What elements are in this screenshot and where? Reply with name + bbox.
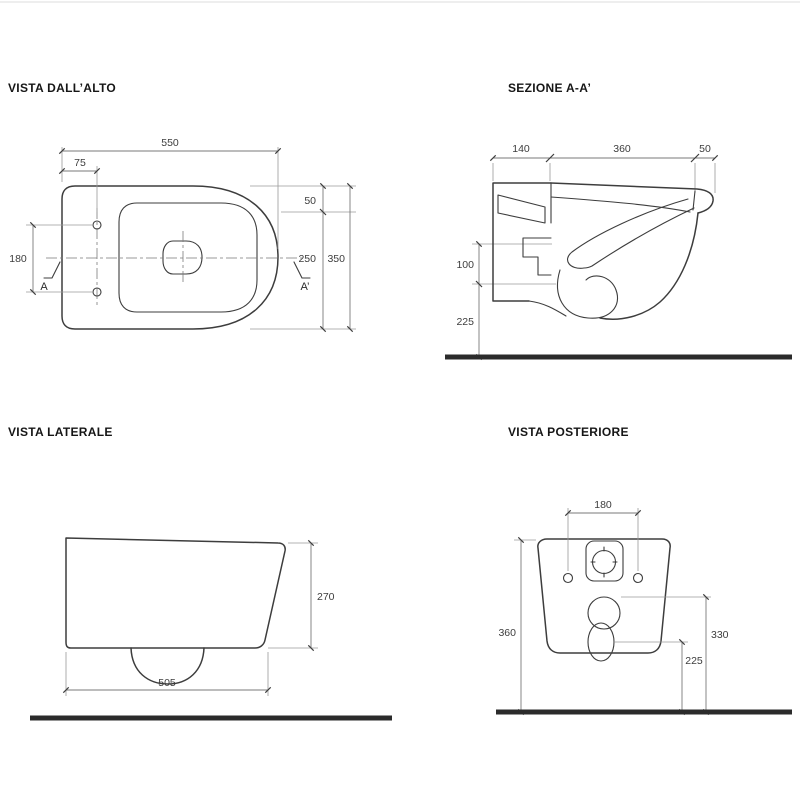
dim-50-label: 50 <box>699 143 711 155</box>
dim-225-label: 225 <box>456 316 474 328</box>
dimension-550: 550 <box>58 137 282 249</box>
section-view: SEZIONE A-A’ 140 360 50 100 225 <box>445 81 792 361</box>
dim-180-label: 180 <box>9 253 27 265</box>
carrier-block-outline <box>492 182 552 302</box>
dimension-505: 505 <box>62 652 272 696</box>
toilet-outline-rear <box>537 538 671 654</box>
dimension-330-rear: 330 <box>621 593 729 716</box>
section-marker-right: A’ <box>293 261 311 293</box>
fixing-hole-top <box>92 220 102 230</box>
rear-view: VISTA POSTERIORE 180 360 330 <box>496 425 792 716</box>
rim-inner-line <box>550 196 691 213</box>
rim-front-edge <box>692 190 696 211</box>
section-marker-a-label: A <box>40 281 48 293</box>
water-inlet-hole <box>591 549 617 575</box>
side-view-title: VISTA LATERALE <box>8 425 113 439</box>
dim-225-rear-label: 225 <box>685 655 703 667</box>
top-view: VISTA DALL’ALTO 550 75 <box>8 81 356 333</box>
toilet-outline-side <box>65 537 286 649</box>
top-view-title: VISTA DALL’ALTO <box>8 81 116 95</box>
dimension-225-rear: 225 <box>615 638 703 716</box>
toilet-outline-top <box>61 185 279 330</box>
dimension-top-chain: 140 360 50 <box>489 143 719 193</box>
bowl-funnel <box>567 198 695 269</box>
underside-left-join <box>528 300 567 317</box>
dim-505-label: 505 <box>158 677 176 689</box>
inlet-crosshair <box>590 546 618 578</box>
dim-360-rear-label: 360 <box>498 627 516 639</box>
dim-100-label: 100 <box>456 259 474 271</box>
inlet-housing <box>585 540 624 582</box>
dimension-75: 75 <box>58 157 101 212</box>
dim-140-label: 140 <box>512 143 530 155</box>
fixing-hole-bottom <box>92 287 102 297</box>
dim-550-label: 550 <box>161 137 179 149</box>
seat-rim-outline <box>118 202 258 313</box>
dimension-right-group: 50 250 350 <box>250 182 356 333</box>
fixing-hole-left <box>562 572 574 584</box>
dim-360-label: 360 <box>613 143 631 155</box>
flush-duct <box>497 194 546 224</box>
dim-75-label: 75 <box>74 157 86 169</box>
trap-curve <box>556 269 618 319</box>
dimension-180-holes: 180 <box>9 221 92 296</box>
dim-250-label: 250 <box>298 253 316 265</box>
dim-350-label: 350 <box>327 253 345 265</box>
dim-50-label: 50 <box>304 195 316 207</box>
section-marker-a1-label: A’ <box>301 281 310 293</box>
drain-hole-rear <box>587 596 621 630</box>
dimension-270: 270 <box>268 539 335 652</box>
internal-steps <box>522 237 552 276</box>
dimension-180-rear: 180 <box>564 499 642 571</box>
dimension-360-rear: 360 <box>498 536 536 716</box>
trap-bulge-side <box>130 647 205 685</box>
toilet-section-drawing <box>492 182 714 320</box>
outlet-oval-rear <box>587 622 615 662</box>
fixing-hole-right <box>632 572 644 584</box>
dim-180-rear-label: 180 <box>594 499 612 511</box>
drain-outline <box>162 240 203 275</box>
dim-330-rear-label: 330 <box>711 629 729 641</box>
side-view: VISTA LATERALE 270 505 <box>8 425 392 721</box>
bowl-underside-outline <box>599 212 699 320</box>
section-view-title: SEZIONE A-A’ <box>508 81 591 95</box>
dimension-left-chain: 100 225 <box>456 240 556 361</box>
rear-view-title: VISTA POSTERIORE <box>508 425 629 439</box>
rim-top-outline <box>550 182 714 214</box>
dim-270-label: 270 <box>317 591 335 603</box>
section-marker-left: A <box>40 261 61 293</box>
